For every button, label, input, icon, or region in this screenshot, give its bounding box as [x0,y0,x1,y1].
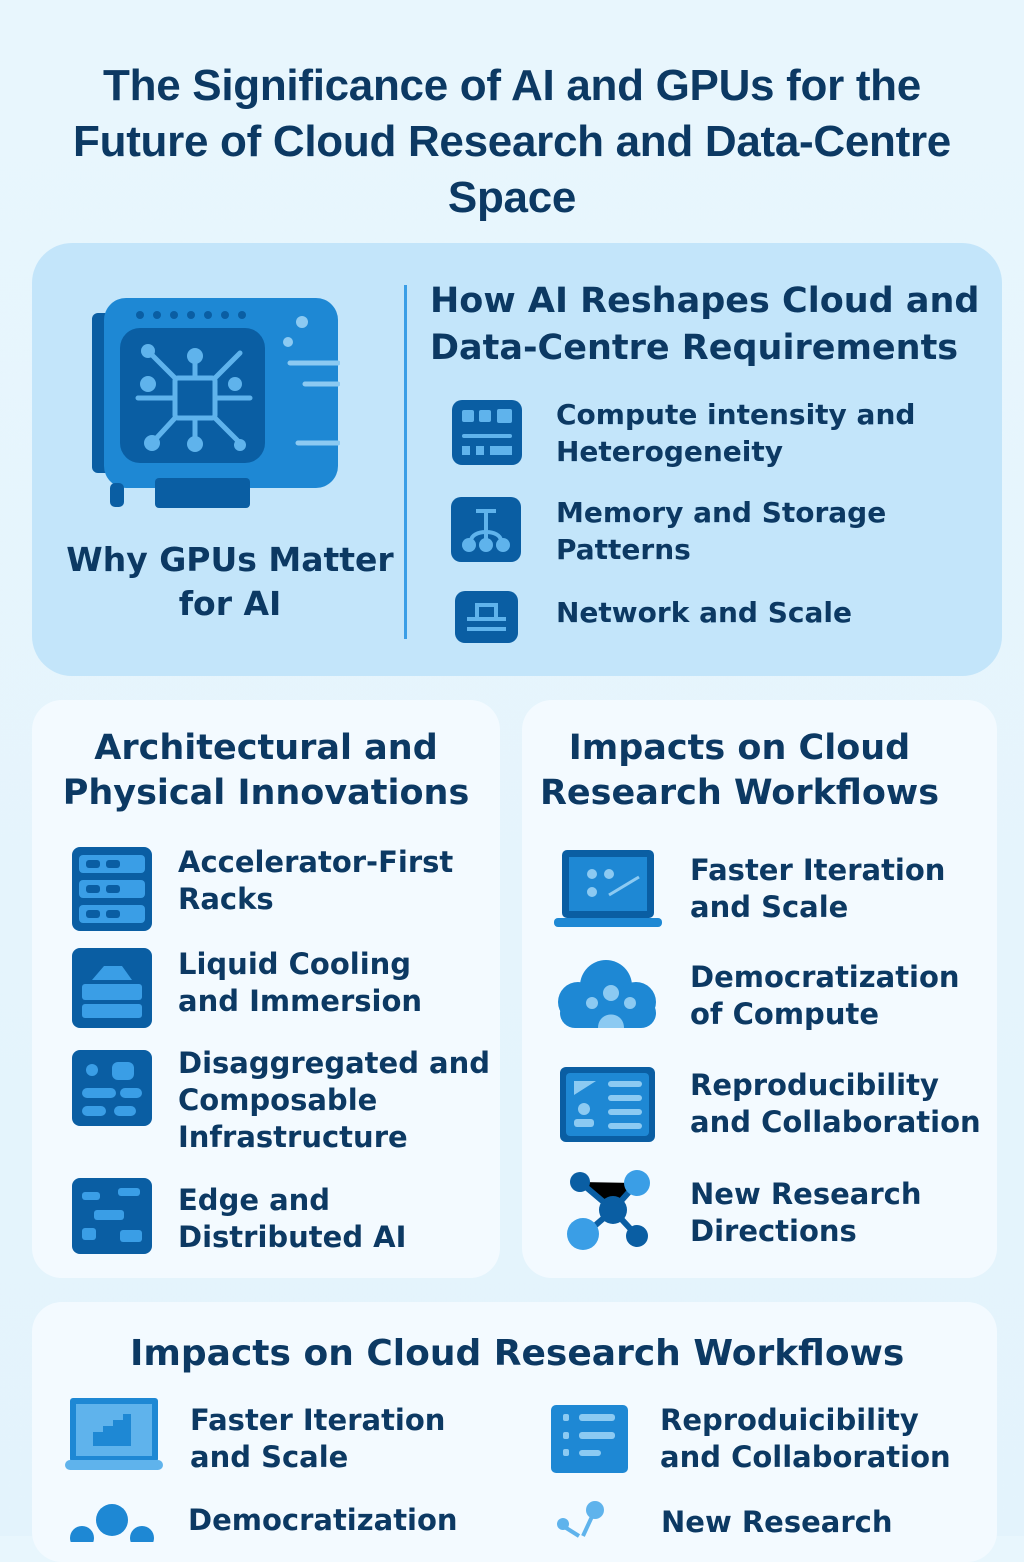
network-nodes-icon [565,1168,655,1250]
divider [404,285,407,639]
list-icon [551,1405,628,1473]
cooling-icon [72,948,152,1028]
bottom-impacts-card [32,1302,997,1562]
document-list-icon [560,1067,655,1142]
gpu-caption: Why GPUs Matter for AI [66,540,394,623]
network-nodes-icon [553,1500,633,1540]
memory-tree-icon [451,497,521,562]
rack-icon [72,847,152,931]
item-network: Network and Scale [556,596,852,629]
bottom-heading: Impacts on Cloud Research Workflows [130,1333,905,1374]
network-icon [455,591,518,643]
users-icon [70,1502,156,1542]
cloud-users-icon [556,958,658,1030]
laptop-icon [65,1398,163,1472]
gpu-icon [90,298,340,513]
page-title: The Significance of AI and GPUs for the … [73,61,951,222]
composable-icon [72,1050,152,1126]
requirements-heading: How AI Reshapes Cloud and Data-Centre Re… [430,281,980,368]
bottom-item-democratization: Democratization [188,1503,458,1537]
bottom-item-new-research: New Research [661,1505,893,1539]
edge-icon [72,1178,152,1254]
laptop-icon [554,850,662,928]
compute-chip-icon [452,400,522,465]
